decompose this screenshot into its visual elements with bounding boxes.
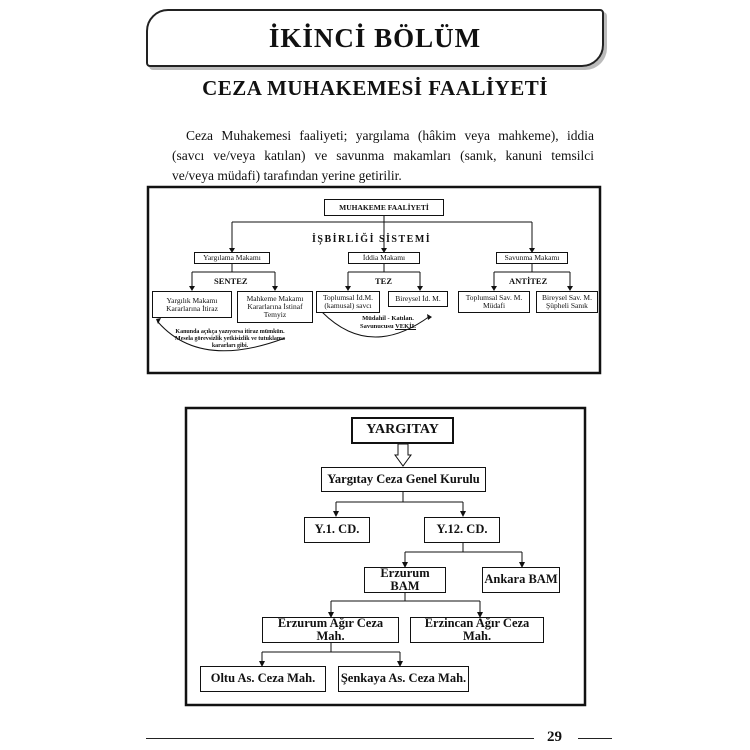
- yargilik-makami-node: Yargılık Makamı Kararlarına İtiraz: [152, 291, 232, 318]
- yargilama-makami-node: Yargılama Makamı: [194, 252, 270, 264]
- sentez-label: SENTEZ: [214, 276, 248, 286]
- toplumsal-savunma-node: Toplumsal Sav. M. Müdafi: [458, 291, 530, 313]
- erzurum-agir-ceza-node: Erzurum Ağır Ceza Mah.: [262, 616, 399, 643]
- toplumsal-iddia-node: Toplumsal İd.M. (kamusal) savcı: [316, 291, 380, 313]
- katilan-note-line1: Müdahil - Katılan.: [362, 315, 414, 322]
- section-title: CEZA MUHAKEMESİ FAALİYETİ: [202, 76, 548, 100]
- antitez-label: ANTİTEZ: [509, 276, 548, 286]
- y12-cd-node: Y.12. CD.: [424, 517, 500, 543]
- savunucusu-text: Savunucusu: [359, 322, 394, 330]
- y1-cd-node: Y.1. CD.: [304, 517, 370, 543]
- tez-label: TEZ: [375, 276, 393, 286]
- ankara-bam-node: Ankara BAM: [482, 567, 560, 593]
- iddia-makami-node: İddia Makamı: [348, 252, 420, 264]
- footer-rule-left: [146, 738, 534, 740]
- senkaya-asliye-ceza-node: Şenkaya As. Ceza Mah.: [338, 666, 469, 692]
- bireysel-savunma-node: Bireysel Sav. M. Şüpheli Sanık: [536, 291, 598, 313]
- erzurum-bam-node: Erzurum BAM: [364, 566, 446, 593]
- mahkeme-makami-node: Mahkeme Makamı Kararlarına İstinaf Temyi…: [237, 291, 313, 323]
- katilan-note: Müdahil - Katılan. Savunucusu VEKİL: [348, 315, 428, 331]
- savunma-makami-node: Savunma Makamı: [496, 252, 568, 264]
- vekil-text: VEKİL: [395, 322, 417, 330]
- yargitay-node: YARGITAY: [351, 417, 454, 444]
- bireysel-iddia-node: Bireysel İd. M.: [388, 291, 448, 307]
- intro-paragraph: Ceza Muhakemesi faaliyeti; yargılama (hâ…: [172, 128, 594, 183]
- oltu-asliye-ceza-node: Oltu As. Ceza Mah.: [200, 666, 326, 692]
- isbirligi-sistemi-label: İŞBİRLİĞİ SİSTEMİ: [312, 234, 432, 245]
- chapter-heading-box: İKİNCİ BÖLÜM: [146, 9, 604, 67]
- itiraz-note: Kanunda açıkça yazıyorsa itiraz mümkün. …: [175, 329, 285, 350]
- erzincan-agir-ceza-node: Erzincan Ağır Ceza Mah.: [410, 616, 544, 643]
- genel-kurul-node: Yargıtay Ceza Genel Kurulu: [321, 467, 486, 492]
- page-number: 29: [547, 729, 562, 745]
- footer-rule-right: [578, 738, 612, 740]
- chapter-title: İKİNCİ BÖLÜM: [268, 22, 482, 53]
- katilan-note-line2: Savunucusu VEKİL: [348, 323, 428, 331]
- muhakeme-faaliyeti-node: MUHAKEME FAALİYETİ: [324, 199, 444, 216]
